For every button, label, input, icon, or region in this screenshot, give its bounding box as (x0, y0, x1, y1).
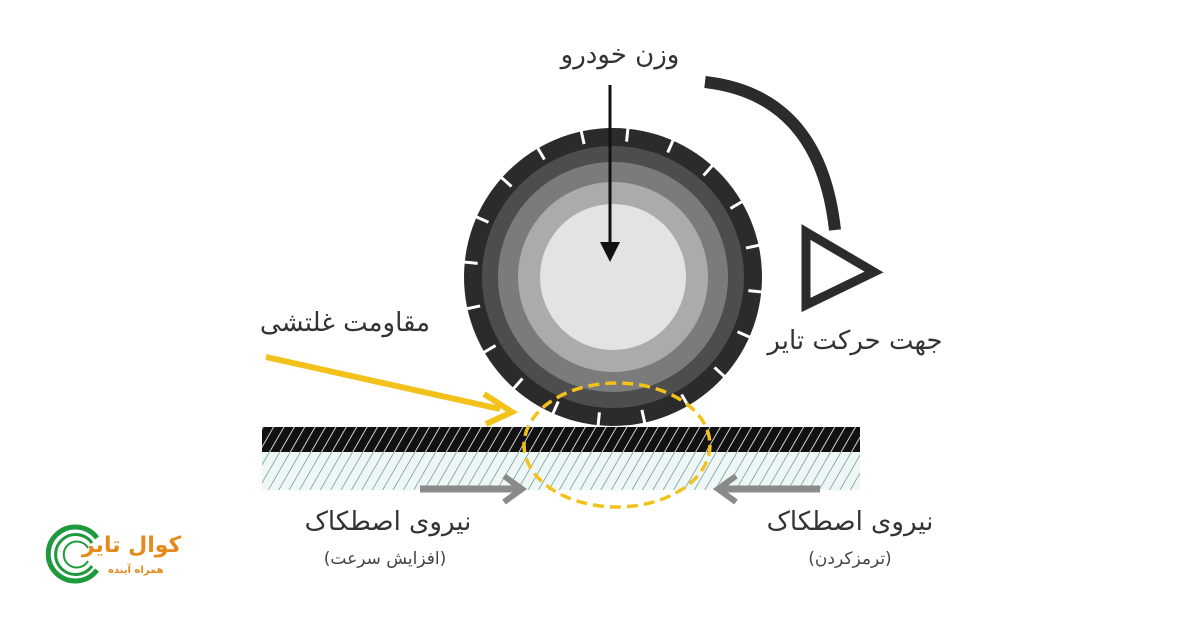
road-surface (262, 427, 860, 452)
tread-notch (482, 344, 497, 354)
tread-notch (466, 304, 481, 311)
tread-notch (500, 176, 513, 188)
tread-notch (702, 164, 714, 177)
tread-notch (596, 412, 601, 427)
tread-notch (729, 200, 744, 210)
tread-notch (713, 366, 726, 378)
tread-notch (625, 127, 630, 142)
rotation-direction-arrow (704, 76, 884, 313)
weight-arrow (600, 85, 620, 262)
logo-icon (45, 524, 100, 584)
tread-notch (551, 400, 560, 415)
tread-notch (512, 377, 524, 390)
tread-notch (640, 409, 647, 424)
tread-notch (579, 130, 586, 145)
tread-notch (475, 215, 490, 224)
tire-direction-label: جهت حرکت تایر (767, 326, 943, 356)
friction-arrow-left (712, 473, 820, 505)
logo-slogan: همراه آینده (108, 565, 164, 576)
tread-notch (736, 330, 751, 339)
logo-name: کوال تایر (82, 533, 182, 558)
friction-left-note: (افزایش سرعت) (323, 549, 447, 569)
tire (463, 127, 763, 427)
friction-right-label: نیروی اصطکاک (766, 507, 934, 537)
tread-notch (666, 139, 675, 154)
road-subsurface (262, 452, 860, 490)
friction-arrow-right (420, 473, 528, 505)
tread-notch (745, 243, 760, 250)
friction-left-label: نیروی اصطکاک (304, 507, 472, 537)
tread-notch (463, 260, 478, 265)
rolling-resistance-arrow (265, 354, 519, 427)
tread-notch (748, 289, 763, 294)
rolling-resistance-label: مقاومت غلتشی (259, 308, 431, 338)
contact-patch-highlight (522, 381, 712, 509)
vehicle-weight-label: وزن خودرو (560, 40, 680, 70)
tread-notch (536, 146, 546, 161)
friction-right-note: (ترمزکردن) (808, 549, 892, 569)
